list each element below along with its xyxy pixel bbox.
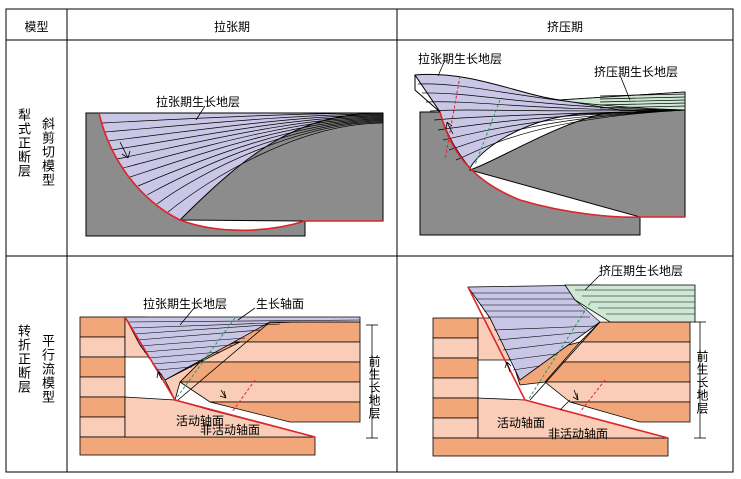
label-pre-growth-p3: 前生长地层 [367, 355, 381, 420]
label-comp-growth-p4: 挤压期生长地层 [599, 264, 684, 278]
header-model: 模型 [24, 20, 49, 34]
label-inactive-axis-p4: 非活动轴面 [548, 427, 609, 441]
growth-strata-lines [101, 112, 384, 213]
label-ext-growth-p3: 拉张期生长地层 [143, 297, 228, 311]
row2-label-outer: 转折正断层 [16, 324, 31, 394]
row1-label-inner: 斜剪切模型 [40, 117, 55, 187]
label-active-axis-p4: 活动轴面 [497, 416, 546, 430]
label-growth-axis-p3: 生长轴面 [256, 297, 305, 311]
label-active-axis-p3: 活动轴面 [176, 414, 225, 428]
label-ext-growth-p2: 拉张期生长地层 [418, 52, 503, 66]
header-extension: 拉张期 [213, 20, 250, 34]
row2-label-inner: 平行流模型 [40, 334, 55, 404]
label-ext-growth-p1: 拉张期生长地层 [156, 95, 241, 109]
label-pre-growth-p4: 前生长地层 [695, 350, 709, 415]
label-inactive-axis-p3: 非活动轴面 [200, 423, 261, 437]
label-comp-growth-p2: 挤压期生长地层 [594, 65, 679, 79]
listric-fault [98, 112, 383, 232]
header-compression: 挤压期 [546, 20, 583, 34]
row1-label-outer: 犁式正断层 [16, 108, 31, 178]
